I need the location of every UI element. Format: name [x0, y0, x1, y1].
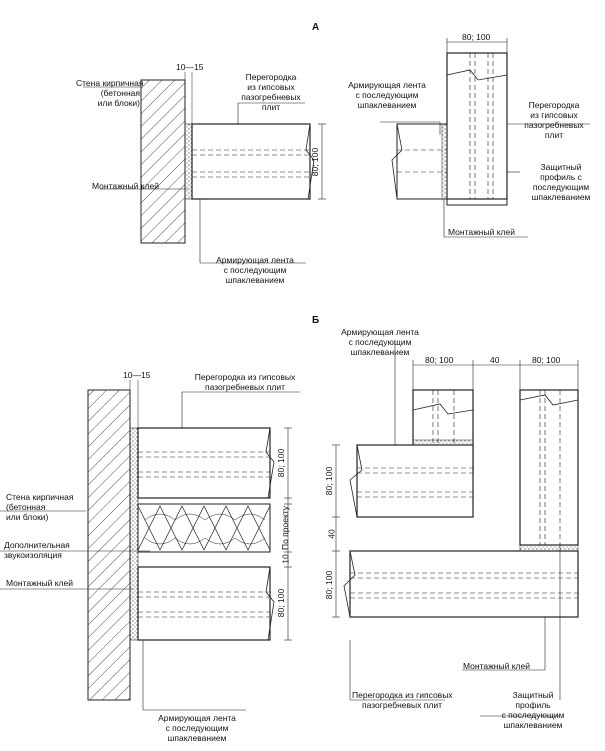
partition-label-a-right: Перегородка из гипсовых пазогребневых пл…	[524, 100, 584, 140]
adhesive-label-b-right: Монтажный клей	[463, 661, 530, 671]
partition-label-b-right: Перегородка из гипсовых пазогребневых пл…	[352, 690, 453, 710]
insulation-label: Дополнительная звукоизоляция	[4, 540, 70, 560]
wall-label-a: Стена кирпичная (бетонная или блоки)	[76, 78, 144, 108]
section-a-right-detail	[380, 38, 590, 238]
tape-label-b: Армирующая лента с последующим шпаклеван…	[158, 713, 236, 743]
gap-dim-a: 10—15	[176, 62, 204, 72]
wall-label-b: Стена кирпичная (бетонная или блоки)	[6, 492, 74, 522]
partition-slab-b-upper	[137, 427, 271, 499]
tape-label-a-center: Армирующая лента с последующим шпаклеван…	[216, 255, 294, 285]
horizontal-slab-b-upper	[356, 444, 474, 518]
section-a-left-detail	[83, 72, 326, 264]
thick-dim-b-top-1: 80; 100	[425, 355, 454, 365]
profile-label-a: Защитный профиль с последующим шпаклеван…	[531, 162, 591, 202]
forty-dim-side: 40	[326, 529, 337, 539]
tape-label-a-right: Армирующая лента с последующим шпаклеван…	[348, 80, 426, 110]
partition-label-b: Перегородка из гипсовых пазогребневых пл…	[194, 372, 296, 392]
partition-slab-b-lower	[137, 566, 271, 641]
adhesive-layer-a	[184, 123, 193, 200]
adhesive-label-a-right: Монтажный клей	[448, 227, 515, 237]
vertical-slab-b-right	[519, 389, 579, 546]
forty-dim-top: 40	[490, 355, 500, 365]
tape-label-b-right: Армирующая лента с последующим шпаклеван…	[341, 327, 419, 357]
section-b-right-detail	[332, 340, 579, 717]
horizontal-slab-b-lower	[349, 550, 579, 618]
section-b-title: Б	[312, 315, 320, 326]
partition-label-a: Перегородка из гипсовых пазогребневых пл…	[241, 72, 301, 112]
vertical-slab-a	[446, 52, 508, 200]
thick-dim-b-lower: 80; 100	[276, 588, 287, 618]
section-a-title: А	[312, 22, 320, 33]
profile-label-b: Защитный профиль с последующим шпаклеван…	[501, 690, 565, 730]
insulation-layer	[137, 503, 271, 553]
section-b-left-detail	[0, 380, 300, 711]
thick-dim-a-right: 80; 100	[462, 32, 491, 42]
brick-wall-b	[87, 389, 131, 701]
gap-dim-b: 10—15	[123, 370, 151, 380]
per-project-dim: По проекту	[280, 505, 291, 551]
partition-slab-a	[191, 123, 311, 200]
ten-dim: 10	[280, 554, 291, 564]
brick-wall-a	[140, 79, 186, 244]
horizontal-slab-a	[396, 123, 448, 200]
adhesive-layer-b	[129, 427, 139, 641]
adhesive-label-b: Монтажный клей	[6, 578, 73, 588]
thick-dim-b-upper: 80; 100	[276, 448, 287, 478]
thick-dim-b-side-1: 80; 100	[324, 466, 335, 496]
thick-dim-a-left: 80; 100	[310, 147, 321, 177]
adhesive-label-a: Монтажный клей	[92, 181, 159, 191]
thick-dim-b-side-2: 80; 100	[324, 570, 335, 600]
thick-dim-b-top-2: 80; 100	[532, 355, 561, 365]
